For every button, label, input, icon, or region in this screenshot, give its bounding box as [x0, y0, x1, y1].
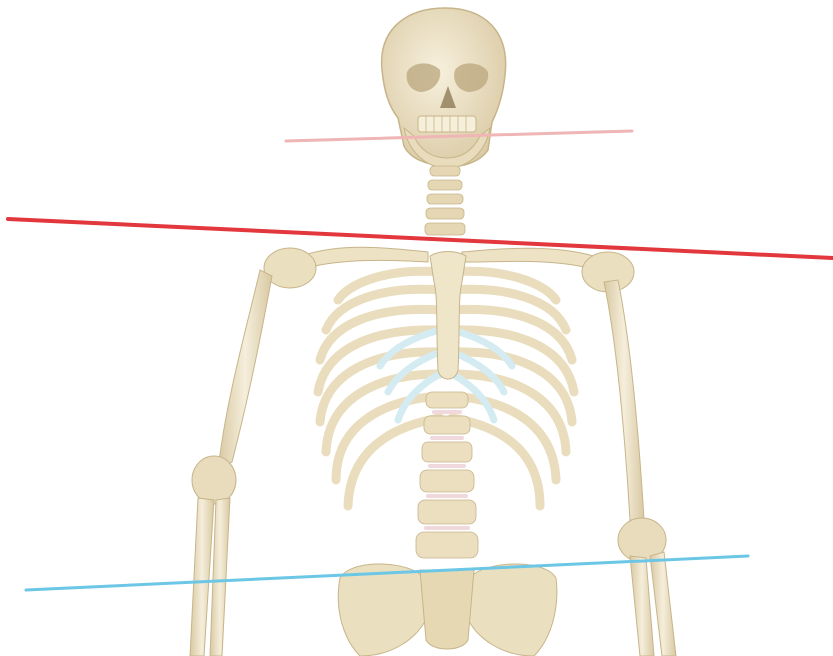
pelvis: [338, 564, 557, 656]
skull: [382, 8, 506, 168]
cervical-spine: [425, 166, 465, 235]
sternum: [430, 252, 466, 380]
left-arm: [190, 270, 272, 656]
right-arm: [604, 280, 676, 656]
